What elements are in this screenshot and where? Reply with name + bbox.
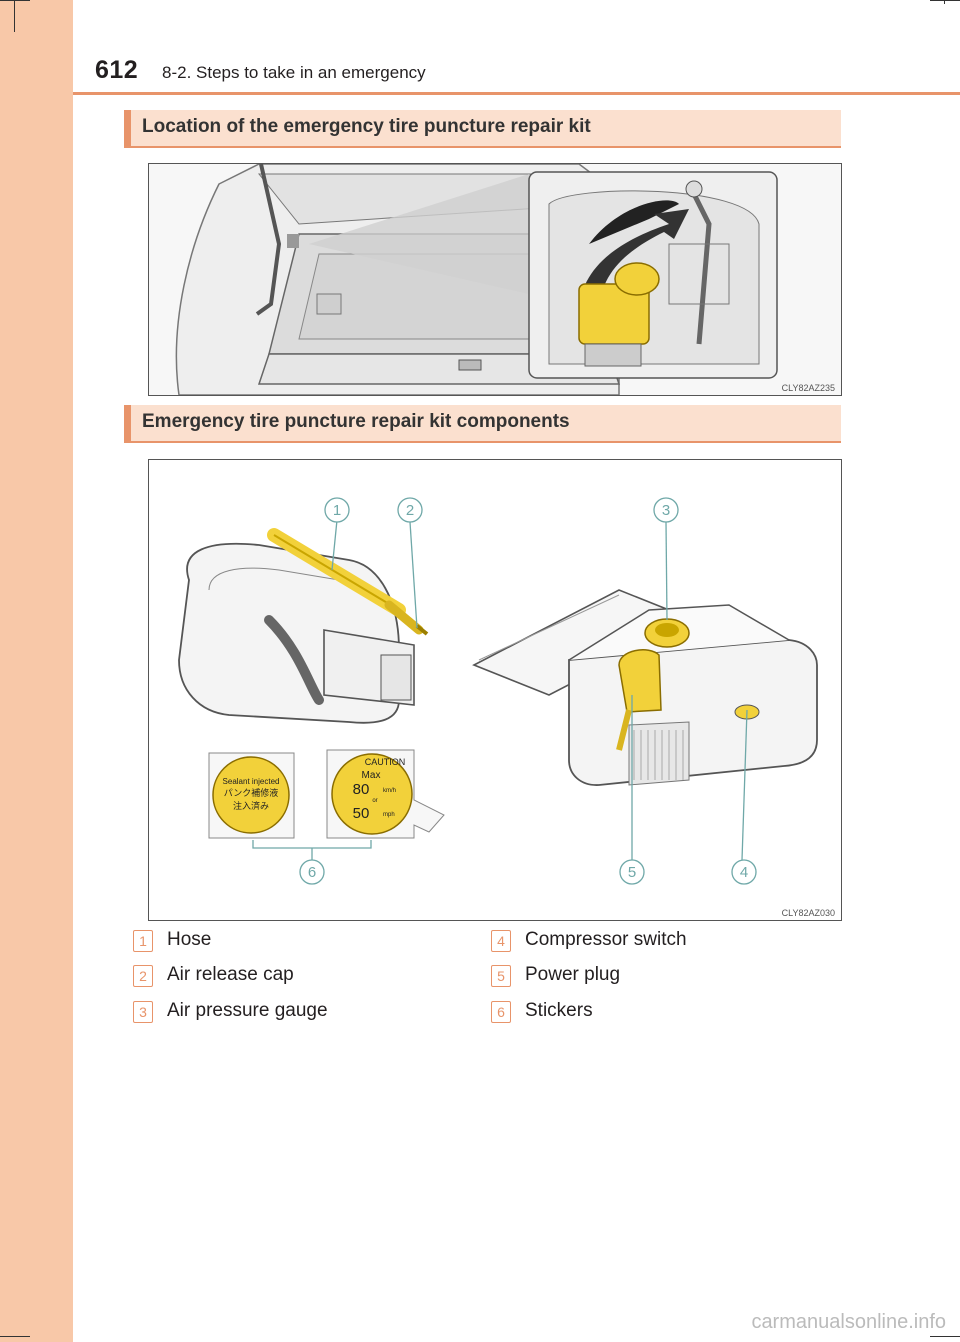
header-rule xyxy=(73,92,960,95)
callout-5: 5 xyxy=(628,864,636,881)
legend-number: 4 xyxy=(491,930,511,952)
callout-4: 4 xyxy=(740,864,748,881)
crop-mark xyxy=(0,0,30,1)
legend-label-air-pressure-gauge: Air pressure gauge xyxy=(167,1000,328,1021)
sticker-or-text: or xyxy=(372,798,377,804)
legend-label-power-plug: Power plug xyxy=(525,964,621,985)
crop-mark xyxy=(930,0,960,1)
callout-3: 3 xyxy=(662,502,670,519)
kit-components-illustration: Sealant injected パンク補修液 注入済み CAUTION Max… xyxy=(148,459,842,921)
legend-number: 6 xyxy=(491,1001,511,1023)
sticker-text-3: 注入済み xyxy=(233,800,269,812)
sticker-sealant: Sealant injected パンク補修液 注入済み xyxy=(208,752,295,839)
site-watermark: carmanualsonline.info xyxy=(751,1311,946,1333)
legend-label-air-release-cap: Air release cap xyxy=(167,964,294,985)
legend-number: 2 xyxy=(133,965,153,987)
legend-number: 1 xyxy=(133,930,153,952)
callout-2: 2 xyxy=(406,502,414,519)
sticker-speed-kmh: 80 xyxy=(353,781,370,798)
sticker-unit-mph: mph xyxy=(383,812,395,818)
sticker-caution-text: CAUTION xyxy=(365,757,406,767)
callout-circles xyxy=(299,497,757,885)
figure-code: CLY82AZ235 xyxy=(781,383,835,393)
legend-number: 5 xyxy=(491,965,511,987)
sealant-bottle xyxy=(178,528,429,724)
crop-mark xyxy=(14,0,15,32)
page-number: 612 xyxy=(95,56,139,84)
kit-drawing: Sealant injected パンク補修液 注入済み CAUTION Max… xyxy=(149,460,841,920)
callout-6: 6 xyxy=(308,864,316,881)
crop-mark xyxy=(944,0,945,4)
section-heading-components: Emergency tire puncture repair kit compo… xyxy=(124,405,841,443)
trunk-illustration: CLY82AZ235 xyxy=(148,163,842,396)
legend-label-compressor-switch: Compressor switch xyxy=(525,929,687,950)
sticker-speed-mph: 50 xyxy=(353,805,370,822)
section-title: Location of the emergency tire puncture … xyxy=(142,116,591,137)
crop-mark xyxy=(930,1336,960,1337)
compressor-box xyxy=(472,589,818,786)
figure-code: CLY82AZ030 xyxy=(781,908,835,918)
legend-label-hose: Hose xyxy=(167,929,212,950)
sticker-max-text: Max xyxy=(362,770,381,781)
legend-number: 3 xyxy=(133,1001,153,1023)
callout-1: 1 xyxy=(333,502,341,519)
chapter-title: 8-2. Steps to take in an emergency xyxy=(162,63,426,82)
section-title: Emergency tire puncture repair kit compo… xyxy=(142,411,570,432)
sticker-text-1: Sealant injected xyxy=(223,777,280,786)
sticker-caution: CAUTION Max 80 km/h or 50 mph xyxy=(326,749,445,839)
sticker-text-2: パンク補修液 xyxy=(224,787,278,799)
section-heading-location: Location of the emergency tire puncture … xyxy=(124,110,841,148)
leader-lines xyxy=(252,519,748,861)
crop-mark xyxy=(0,1336,30,1337)
left-color-band xyxy=(0,0,73,1342)
sticker-unit-kmh: km/h xyxy=(383,788,396,794)
trunk-drawing xyxy=(149,164,841,395)
legend-label-stickers: Stickers xyxy=(525,1000,593,1021)
